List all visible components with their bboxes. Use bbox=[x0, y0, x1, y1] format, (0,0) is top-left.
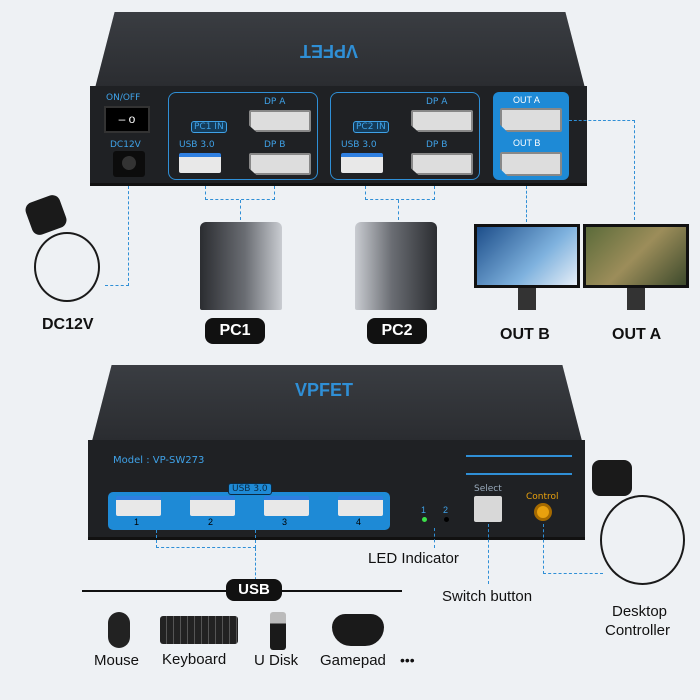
monitor-out-a-icon bbox=[583, 224, 689, 288]
switch-button-callout: Switch button bbox=[442, 588, 533, 605]
pc1-label: PC1 bbox=[205, 318, 265, 344]
bottom-device-brand: VPFET bbox=[295, 380, 354, 400]
decorative-stripes bbox=[466, 455, 572, 475]
pc1-input-group: DP A PC1 IN USB 3.0 DP B bbox=[168, 92, 318, 180]
pc2-tower-icon bbox=[355, 222, 437, 310]
controller-cable bbox=[600, 495, 685, 585]
controller-callout-1: Desktop bbox=[612, 603, 668, 620]
controller-callout-2: Controller bbox=[605, 622, 671, 639]
usb-disk-icon bbox=[270, 612, 286, 650]
output-group: OUT A OUT B bbox=[493, 92, 569, 180]
power-adapter-icon bbox=[23, 192, 69, 238]
select-label: Select bbox=[474, 484, 502, 494]
usb-line bbox=[156, 530, 256, 548]
mouse-label: Mouse bbox=[94, 652, 140, 669]
monitor-stand bbox=[627, 288, 645, 310]
dc-line bbox=[128, 186, 129, 286]
select-button[interactable] bbox=[474, 496, 502, 522]
usb-line bbox=[255, 548, 256, 590]
adapter-label: DC12V bbox=[42, 316, 94, 333]
pc2-line bbox=[365, 186, 435, 200]
top-device-brand: VPFET bbox=[300, 41, 359, 61]
led-number: 1 bbox=[421, 505, 427, 515]
gamepad-label: Gamepad bbox=[320, 652, 386, 669]
usb-port-3 bbox=[264, 496, 309, 516]
pc2-label: PC2 bbox=[367, 318, 427, 344]
port-number: 1 bbox=[134, 517, 140, 527]
desktop-controller-icon bbox=[592, 460, 632, 496]
usb-port-4 bbox=[338, 496, 383, 516]
usb-port bbox=[179, 153, 221, 173]
out-b-label: OUT B bbox=[513, 138, 541, 148]
adapter-cable bbox=[34, 232, 100, 302]
gamepad-icon bbox=[332, 614, 384, 646]
usb3-badge: USB 3.0 bbox=[228, 483, 272, 495]
out-a-line bbox=[569, 120, 635, 220]
port-number: 2 bbox=[208, 517, 214, 527]
out-a-caption: OUT A bbox=[612, 326, 662, 343]
led-2-icon bbox=[444, 517, 449, 522]
pc1-line bbox=[205, 186, 275, 200]
port-number: 3 bbox=[282, 517, 288, 527]
dp-b-port bbox=[411, 153, 473, 175]
dc-jack bbox=[113, 151, 145, 177]
led-1-icon bbox=[422, 517, 427, 522]
out-b-line bbox=[526, 186, 527, 222]
control-line bbox=[543, 524, 603, 574]
model-label: Model : VP-SW273 bbox=[113, 455, 205, 466]
pc1-line bbox=[240, 200, 241, 220]
udisk-label: U Disk bbox=[254, 652, 299, 669]
led-indicator-callout: LED Indicator bbox=[368, 550, 459, 567]
dc-label: DC12V bbox=[110, 140, 141, 150]
dp-a-port bbox=[249, 110, 311, 132]
power-switch[interactable]: – o bbox=[104, 106, 150, 133]
usb-port-1 bbox=[116, 496, 161, 516]
out-b-port bbox=[500, 152, 562, 176]
bottom-device-top-face bbox=[92, 365, 582, 441]
pc1-badge: PC1 IN bbox=[191, 121, 227, 133]
pc1-tower-icon bbox=[200, 222, 282, 310]
monitor-out-b-icon bbox=[474, 224, 580, 288]
control-label: Control bbox=[526, 492, 559, 502]
out-a-port bbox=[500, 108, 562, 132]
dp-a-label: DP A bbox=[426, 97, 448, 107]
pc2-badge: PC2 IN bbox=[353, 121, 389, 133]
mouse-icon bbox=[108, 612, 130, 648]
select-line bbox=[488, 524, 489, 584]
dp-b-label: DP B bbox=[264, 140, 286, 150]
power-label: ON/OFF bbox=[106, 93, 141, 103]
usb-label: USB 3.0 bbox=[341, 140, 377, 150]
usb-title: USB bbox=[226, 579, 282, 601]
dc-line bbox=[105, 285, 129, 286]
keyboard-icon bbox=[160, 616, 238, 644]
led-line bbox=[434, 528, 435, 548]
more-indicator: ••• bbox=[400, 652, 415, 668]
top-device-top-face bbox=[95, 12, 585, 88]
control-jack bbox=[534, 503, 552, 521]
pc2-line bbox=[398, 200, 399, 220]
keyboard-label: Keyboard bbox=[162, 651, 227, 668]
pc2-input-group: DP A PC2 IN USB 3.0 DP B bbox=[330, 92, 480, 180]
out-b-caption: OUT B bbox=[500, 326, 550, 343]
usb-port-2 bbox=[190, 496, 235, 516]
dp-a-label: DP A bbox=[264, 97, 286, 107]
port-number: 4 bbox=[356, 517, 362, 527]
usb-port bbox=[341, 153, 383, 173]
led-number: 2 bbox=[443, 505, 449, 515]
out-a-label: OUT A bbox=[513, 95, 540, 105]
dp-a-port bbox=[411, 110, 473, 132]
monitor-stand bbox=[518, 288, 536, 310]
usb-label: USB 3.0 bbox=[179, 140, 215, 150]
dp-b-label: DP B bbox=[426, 140, 448, 150]
usb-hub-panel: 1 2 3 4 bbox=[108, 492, 390, 530]
dp-b-port bbox=[249, 153, 311, 175]
